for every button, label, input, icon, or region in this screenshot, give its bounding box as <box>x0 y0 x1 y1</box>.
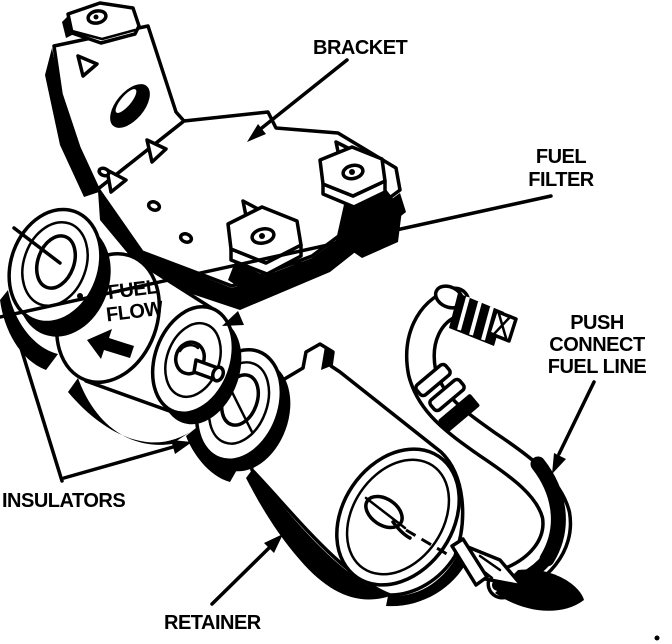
label-fuel-filter-line1: FUEL <box>536 146 587 168</box>
bracket-mount-tab1-hole-dot <box>259 233 265 239</box>
retainer-outlet-cross-line <box>364 496 407 530</box>
retainer-tab-shading <box>321 346 333 370</box>
retainer-leader-line <box>210 546 271 606</box>
fuel-flow-marking: FUEL FLOW <box>105 276 165 326</box>
fuel-flow-direction-arrow <box>87 329 134 359</box>
label-insulators: INSULATORS <box>2 490 125 512</box>
label-fuel-filter-line2: FILTER <box>528 169 595 191</box>
label-retainer: RETAINER <box>164 612 262 634</box>
bracket-small-hole <box>146 200 162 212</box>
insulator-front-mid-ring <box>21 220 89 308</box>
insulators-leader-line-b <box>62 445 175 480</box>
fuel-filter-arrowhead <box>222 311 244 326</box>
bracket-arrowhead <box>247 124 266 142</box>
fuel-filter-shadow <box>68 378 196 445</box>
bracket-top-tab-hole-dot <box>93 14 99 20</box>
bracket-small-hole <box>178 232 194 244</box>
artifact-dot <box>654 635 660 641</box>
push-connect-leader-line <box>557 380 596 456</box>
bracket-mount-tab1-shadow <box>228 260 302 298</box>
bracket-top-tab-face-line <box>70 28 137 41</box>
label-bracket: BRACKET <box>313 37 408 59</box>
alignment-dashed-line <box>405 528 453 559</box>
fuel-line-clamp <box>438 394 480 432</box>
retainer-arrowhead <box>264 534 283 553</box>
label-push-connect-line2: CONNECT <box>549 334 645 356</box>
bracket-mount-tab2-hole-dot <box>349 169 355 175</box>
fuel-line-top-connector-tip-hatch <box>492 312 512 340</box>
fuel-filter-leader-line <box>0 194 553 319</box>
bracket-drawing <box>45 1 406 310</box>
bracket-leader-line <box>256 58 349 133</box>
bracket-base-plate <box>96 110 402 288</box>
bracket-tab-triangle <box>105 168 128 194</box>
retainer-shadow-bottom <box>246 470 390 600</box>
fuel-filter-fitting-highlight <box>178 343 200 353</box>
fuel-line-top-connector-ribs <box>469 301 482 336</box>
retainer-outlet-tail <box>391 520 412 540</box>
text-labels: BRACKET FUEL FILTER PUSH CONNECT FUEL LI… <box>2 37 647 634</box>
fuel-line-top-connector-ribs <box>481 306 494 341</box>
insulator-front-axis-line <box>12 226 62 265</box>
fuel-line-bottom-fitting-flange <box>450 537 489 587</box>
bracket-tab-triangle <box>76 54 99 78</box>
fuel-line-collar-ring <box>414 362 452 398</box>
fuel-line-bend-shadow <box>530 456 566 567</box>
bracket-top-tab <box>66 1 141 45</box>
insulators-arrowhead <box>171 440 192 454</box>
fuel-line-collar-ring <box>428 377 466 413</box>
insulator-front-shadow-blob <box>0 290 58 370</box>
label-push-connect-line1: PUSH <box>570 312 624 334</box>
leader-arrows <box>0 58 596 606</box>
fuel-line-drawing <box>405 284 584 611</box>
fuel-filter-nipple-tip <box>210 365 226 383</box>
bracket-small-hole <box>97 166 111 178</box>
retainer-end-face-inner-rim <box>345 458 451 576</box>
fuel-line-top-connector-ribs <box>457 296 470 331</box>
bracket-large-hole <box>110 84 150 128</box>
bracket-large-hole-highlight <box>115 89 137 113</box>
push-connect-arrowhead <box>552 453 566 474</box>
fuel-filter-body-bottom-edge <box>84 379 177 415</box>
label-push-connect-line3: FUEL LINE <box>548 356 647 378</box>
insulators-leader-line-a <box>14 330 64 483</box>
bracket-tab-triangle <box>145 138 168 164</box>
